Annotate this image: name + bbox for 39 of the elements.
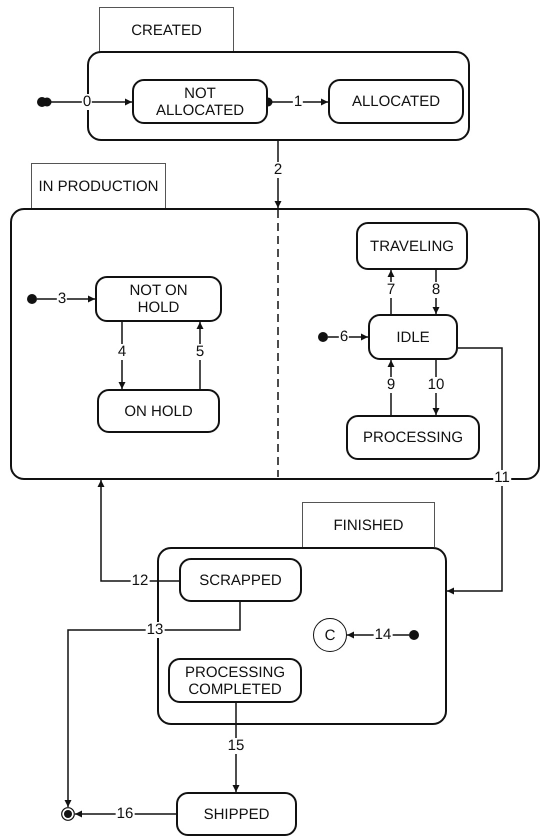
state-box: NOT ALLOCATED: [132, 79, 268, 124]
transition-arrow: [274, 141, 282, 208]
state-name-tab: IN PRODUCTION: [31, 163, 166, 208]
edge-label: 15: [226, 738, 246, 754]
state-name-tab: CREATED: [99, 7, 234, 52]
state-box: PROCESSING: [346, 415, 480, 460]
transition-arrow: [98, 480, 179, 582]
state-box: TRAVELING: [356, 222, 468, 270]
transition-arrow: [118, 322, 126, 389]
transition-arrow: [388, 360, 394, 415]
edge-label: 13: [146, 622, 164, 638]
transition-arrow: [232, 703, 240, 792]
edge-label: 9: [386, 377, 396, 393]
transition-arrow: [42, 98, 132, 106]
transition-arrow: [432, 270, 440, 314]
transition-arrow: [432, 360, 440, 415]
transition-arrow: [447, 347, 503, 594]
state-box: ON HOLD: [97, 389, 220, 433]
edge-label: 2: [272, 162, 284, 178]
edge-label: 0: [82, 94, 92, 110]
connector-circle: C: [313, 618, 347, 652]
transition-arrow: [37, 296, 95, 302]
state-box: IDLE: [368, 314, 458, 360]
transition-arrow: [64, 602, 241, 807]
edge-label: 7: [386, 282, 396, 298]
edge-label: 11: [493, 470, 511, 486]
state-box: NOT ON HOLD: [95, 276, 222, 322]
state-box: SCRAPPED: [179, 558, 302, 602]
edge-label: 8: [430, 282, 442, 298]
edge-label: 5: [194, 344, 206, 360]
transition-arrow: [328, 334, 368, 340]
state-name-tab: FINISHED: [302, 502, 435, 547]
edge-label: 10: [426, 377, 446, 393]
state-box: ALLOCATED: [328, 79, 464, 124]
state-box: PROCESSING COMPLETED: [168, 658, 302, 703]
transition-arrow: [196, 322, 204, 389]
transition-arrow: [75, 810, 176, 818]
state-box: SHIPPED: [176, 792, 297, 836]
edge-label: 4: [116, 344, 128, 360]
